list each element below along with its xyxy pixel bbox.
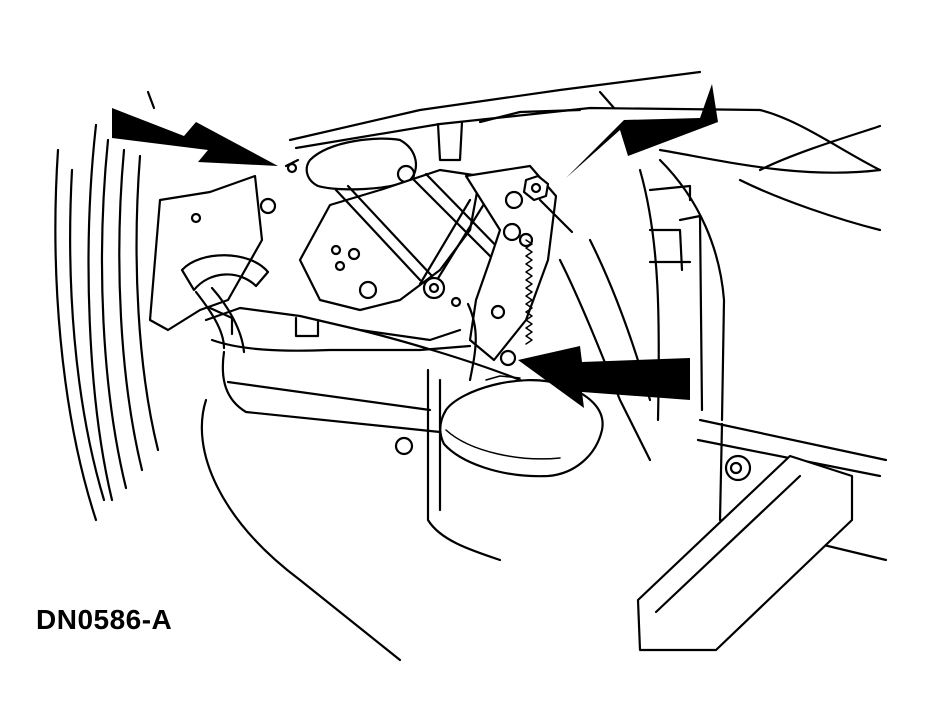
parking-brake-pedal-pad (439, 375, 604, 478)
dash-underside (288, 70, 882, 174)
lower-housing (200, 306, 542, 662)
arrow-lower-right-nut (518, 346, 690, 408)
arrow-upper-left-nut (112, 108, 278, 166)
arrow-upper-right-nut (566, 84, 718, 178)
right-structure (558, 124, 888, 652)
callout-arrows (112, 84, 718, 408)
brake-mechanism (298, 164, 574, 382)
figure-id-label: DN0586-A (36, 604, 173, 635)
